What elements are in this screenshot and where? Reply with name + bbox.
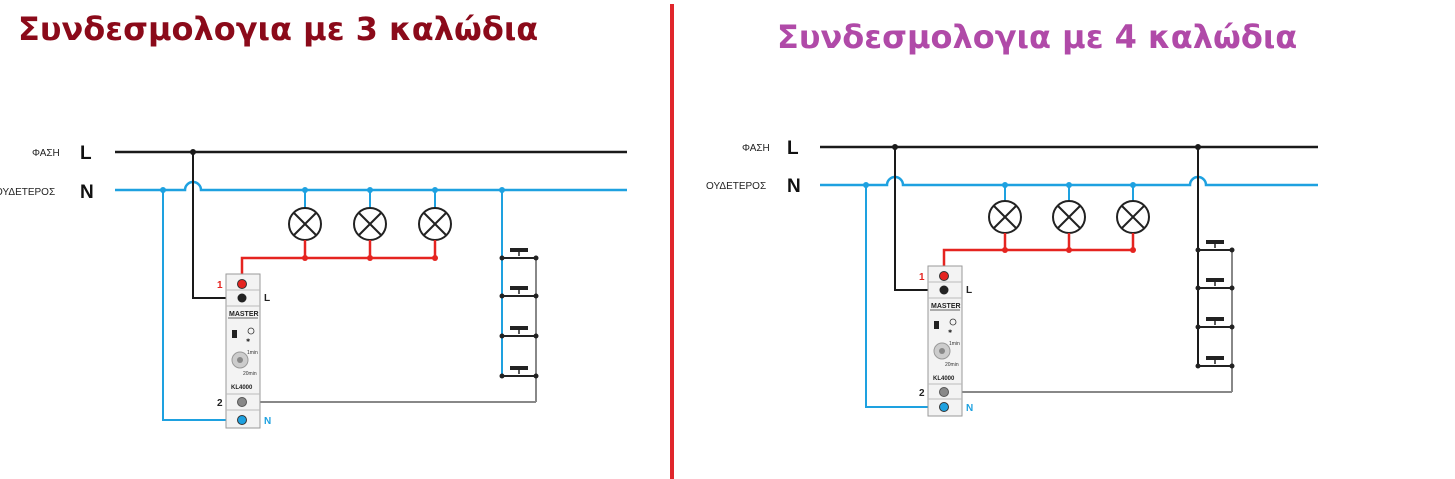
push-button bbox=[499, 248, 539, 261]
neutral-to-device-wire bbox=[162, 190, 242, 421]
neutral-label: ΟΥΔΕΤΕΡΟΣ bbox=[706, 181, 766, 192]
phase-label: ΦΑΣΗ bbox=[32, 148, 60, 159]
switch-icon bbox=[232, 330, 237, 338]
push-button bbox=[499, 326, 539, 339]
device-brand: MASTER bbox=[931, 303, 961, 310]
lamp bbox=[288, 187, 322, 256]
clock-icon bbox=[949, 318, 957, 326]
lamp bbox=[418, 187, 452, 256]
terminal-1 bbox=[237, 279, 247, 289]
lamp bbox=[1052, 182, 1086, 250]
phase-symbol: L bbox=[787, 138, 799, 159]
dial-max-label: 20min bbox=[243, 371, 257, 377]
push-button bbox=[499, 286, 539, 299]
left-title: Συνδεσμολογια με 3 καλώδια bbox=[18, 10, 538, 48]
terminal-L-label: L bbox=[966, 285, 972, 296]
neutral-label: ΟΥΔΕΤΕΡΟΣ bbox=[0, 187, 55, 198]
phase-symbol: L bbox=[80, 143, 92, 164]
terminal-2 bbox=[939, 387, 949, 397]
svg-text:✱: ✱ bbox=[948, 329, 952, 335]
dial-max-label: 20min bbox=[945, 362, 959, 368]
neutral-symbol: N bbox=[787, 176, 801, 197]
right-title: Συνδεσμολογια με 4 καλώδια bbox=[777, 18, 1297, 56]
terminal-N bbox=[939, 402, 949, 412]
right-diagram-4-wire: ΦΑΣΗ L ΟΥΔΕΤΕΡΟΣ N bbox=[706, 138, 1318, 417]
terminal-L-label: L bbox=[264, 293, 270, 304]
terminal-N bbox=[237, 415, 247, 425]
terminal-N-label: N bbox=[264, 416, 271, 427]
junction-dot bbox=[160, 187, 166, 193]
terminal-L bbox=[939, 285, 949, 295]
device-brand: MASTER bbox=[229, 311, 259, 318]
terminal-2-label: 2 bbox=[919, 388, 925, 399]
clock-icon bbox=[247, 327, 255, 335]
svg-text:✱: ✱ bbox=[246, 338, 250, 344]
push-button bbox=[499, 366, 539, 379]
dial-min-label: 1min bbox=[247, 350, 258, 356]
device-model: KL4000 bbox=[231, 385, 253, 391]
left-diagram-3-wire: ΦΑΣΗ L ΟΥΔΕΤΕΡΟΣ N bbox=[0, 143, 627, 429]
device-model: KL4000 bbox=[933, 376, 955, 382]
terminal-2-label: 2 bbox=[217, 398, 223, 409]
timer-device: MASTER ✱ 1min 20min KL4000 bbox=[225, 273, 261, 429]
terminal-L bbox=[237, 293, 247, 303]
lamp-return-wire bbox=[240, 256, 435, 284]
push-button bbox=[1195, 356, 1235, 369]
terminal-N-label: N bbox=[966, 403, 973, 414]
terminal-1-label: 1 bbox=[217, 280, 223, 291]
push-button bbox=[1195, 240, 1235, 253]
push-button bbox=[1195, 278, 1235, 291]
junction-dot bbox=[190, 149, 196, 155]
terminal-2 bbox=[237, 397, 247, 407]
phase-label: ΦΑΣΗ bbox=[742, 143, 770, 154]
neutral-line bbox=[820, 175, 1318, 187]
lamp-return-wire bbox=[942, 248, 1133, 276]
dial-min-label: 1min bbox=[949, 341, 960, 347]
timer-device: MASTER ✱ 1min 20min KL4000 bbox=[927, 265, 963, 417]
switch-icon bbox=[934, 321, 939, 329]
neutral-to-device-wire bbox=[865, 185, 944, 408]
terminal-1-label: 1 bbox=[919, 272, 925, 283]
neutral-symbol: N bbox=[80, 182, 94, 203]
terminal-1 bbox=[939, 271, 949, 281]
push-button bbox=[1195, 317, 1235, 330]
